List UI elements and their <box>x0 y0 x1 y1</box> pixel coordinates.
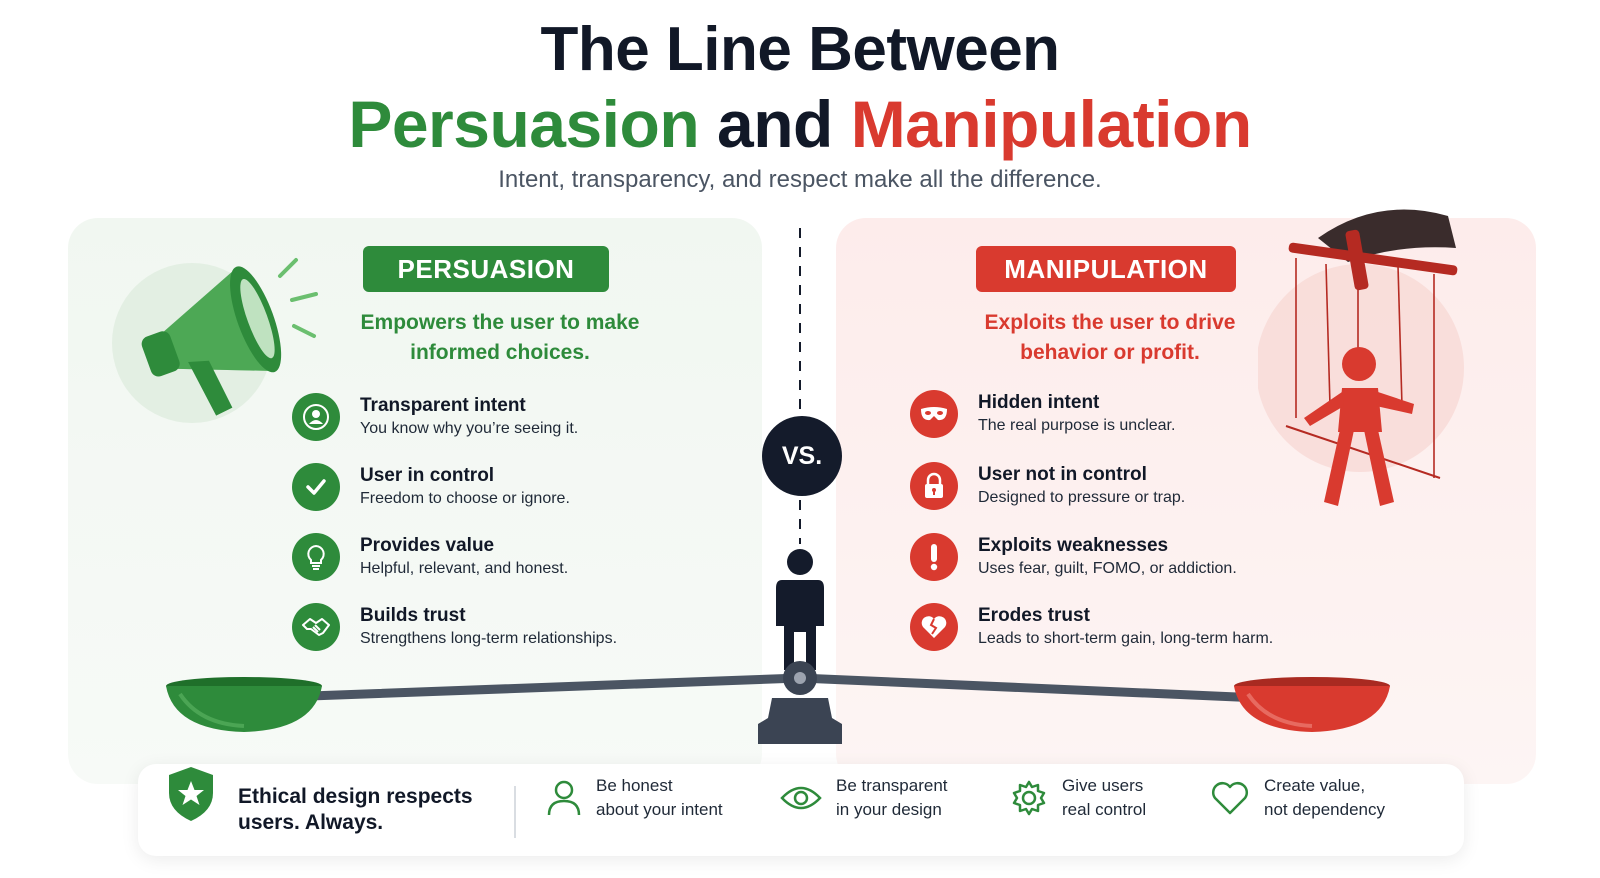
page-title-line2: Persuasion and Manipulation <box>0 86 1600 162</box>
broken-heart-icon <box>910 603 958 651</box>
principle-line1: Be transparent <box>836 776 948 795</box>
user-icon <box>292 393 340 441</box>
item-desc: Strengthens long-term relationships. <box>360 630 618 647</box>
manipulation-tagline: Exploits the user to drive behavior or p… <box>950 308 1270 368</box>
footer-divider <box>514 786 516 838</box>
item-title: User in control <box>360 465 495 486</box>
principle-line2: real control <box>1062 800 1147 819</box>
exclamation-icon <box>910 533 958 581</box>
item-desc: Leads to short-term gain, long-term harm… <box>978 630 1274 647</box>
item-desc: The real purpose is unclear. <box>978 417 1176 434</box>
principle-line2: about your intent <box>596 800 723 819</box>
title-and: and <box>717 87 833 161</box>
puppet-icon <box>1258 209 1464 506</box>
item-title: Hidden intent <box>978 392 1100 413</box>
footer-main-line2: users. Always. <box>238 811 384 834</box>
page-subtitle: Intent, transparency, and respect make a… <box>498 166 1102 193</box>
shield-star-icon <box>169 767 213 821</box>
principle-line1: Be honest <box>596 776 673 795</box>
principle-line2: not dependency <box>1264 800 1385 819</box>
footer-principle: Give users real control <box>1010 774 1146 822</box>
manipulation-badge: MANIPULATION <box>976 246 1236 292</box>
vs-badge: VS. <box>762 416 842 496</box>
manipulation-tagline-line2: behavior or profit. <box>1020 341 1200 364</box>
title-persuasion: Persuasion <box>348 87 700 161</box>
footer-principle: Create value, not dependency <box>1210 774 1385 822</box>
page-title-line1: The Line Between <box>540 15 1060 84</box>
person-icon <box>547 780 581 816</box>
eye-icon <box>780 786 822 810</box>
item-title: Provides value <box>360 535 495 556</box>
lock-icon <box>910 462 958 510</box>
footer-bar <box>138 764 1464 856</box>
footer-principle: Be honest about your intent <box>546 774 723 822</box>
handshake-icon <box>292 603 340 651</box>
balance-scale <box>166 549 1390 744</box>
manipulation-tagline-line1: Exploits the user to drive <box>984 311 1236 334</box>
item-title: User not in control <box>978 464 1147 485</box>
divider-top <box>799 228 801 414</box>
persuasion-badge: PERSUASION <box>363 246 609 292</box>
item-desc: You know why you’re seeing it. <box>360 420 579 437</box>
lightbulb-icon <box>292 533 340 581</box>
item-title: Exploits weaknesses <box>978 535 1169 556</box>
footer-main-line1: Ethical design respects <box>238 785 473 808</box>
divider-bottom <box>799 500 801 544</box>
item-desc: Designed to pressure or trap. <box>978 489 1186 506</box>
footer-principle: Be transparent in your design <box>780 774 948 822</box>
item-title: Erodes trust <box>978 605 1090 626</box>
item-desc: Uses fear, guilt, FOMO, or addiction. <box>978 560 1237 577</box>
title-manipulation: Manipulation <box>850 87 1252 161</box>
mask-icon <box>910 390 958 438</box>
megaphone-icon <box>112 258 318 423</box>
person-icon <box>776 549 824 670</box>
item-desc: Freedom to choose or ignore. <box>360 490 570 507</box>
persuasion-tagline-line2: informed choices. <box>410 341 590 364</box>
gear-icon <box>1012 780 1046 816</box>
principle-line2: in your design <box>836 800 942 819</box>
principle-line1: Create value, <box>1264 776 1366 795</box>
item-title: Transparent intent <box>360 395 526 416</box>
heart-icon <box>1212 782 1248 815</box>
persuasion-tagline-line1: Empowers the user to make <box>360 311 640 334</box>
persuasion-tagline: Empowers the user to make informed choic… <box>330 308 670 368</box>
item-desc: Helpful, relevant, and honest. <box>360 560 569 577</box>
footer-main-message: Ethical design respects users. Always. <box>238 784 498 836</box>
item-title: Builds trust <box>360 605 466 626</box>
principle-line1: Give users <box>1062 776 1144 795</box>
check-icon <box>292 463 340 511</box>
